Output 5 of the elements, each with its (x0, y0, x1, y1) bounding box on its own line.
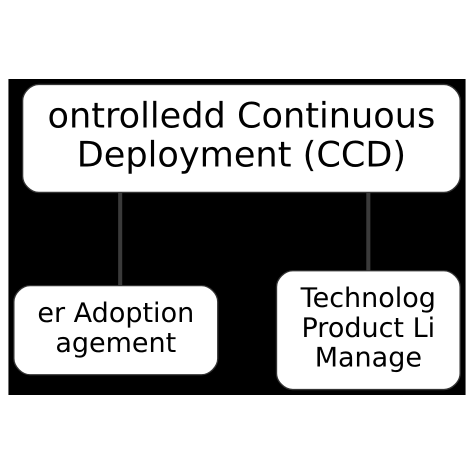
node-box: Technolog Product Li Manage (276, 270, 461, 390)
node-box: er Adoption agement (13, 284, 218, 376)
connector (118, 192, 122, 286)
connector (366, 192, 370, 271)
node-box: ontrolledd Continuous Deployment (CCD) (22, 84, 461, 194)
